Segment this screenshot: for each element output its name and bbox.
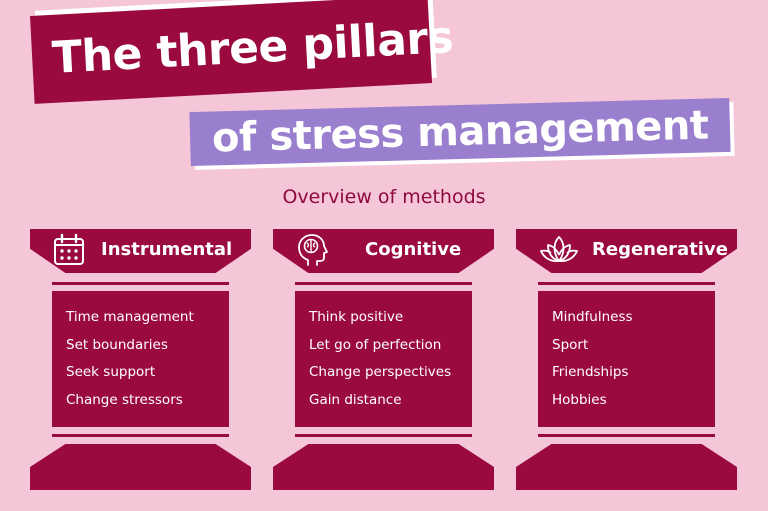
pillar-shaft: Mindfulness Sport Friendships Hobbies bbox=[538, 291, 715, 427]
title-line-1: The three pillars bbox=[30, 0, 455, 104]
pillar-regenerative: Regenerative Mindfulness Sport Friendshi… bbox=[516, 229, 737, 490]
method-list: Mindfulness Sport Friendships Hobbies bbox=[538, 291, 715, 418]
pillar-capital: Instrumental bbox=[30, 229, 251, 273]
pillar-shaft: Think positive Let go of perfection Chan… bbox=[295, 291, 472, 427]
pillar-band bbox=[52, 434, 229, 437]
list-item: Let go of perfection bbox=[309, 336, 442, 353]
lotus-icon bbox=[540, 236, 578, 263]
subtitle: Overview of methods bbox=[282, 186, 486, 208]
pillar-band bbox=[295, 282, 472, 285]
list-item: Gain distance bbox=[309, 391, 402, 408]
list-item: Seek support bbox=[66, 364, 156, 380]
pillar-shaft: Time management Set boundaries Seek supp… bbox=[52, 291, 229, 427]
pillar-instrumental: Instrumental Time management Set boundar… bbox=[30, 229, 251, 490]
pillar-band bbox=[538, 434, 715, 437]
list-item: Hobbies bbox=[552, 391, 607, 408]
list-item: Sport bbox=[552, 336, 589, 353]
pillar-base bbox=[273, 444, 494, 490]
pillar-band bbox=[52, 282, 229, 285]
list-item: Set boundaries bbox=[66, 336, 168, 353]
calendar-icon bbox=[54, 233, 84, 265]
list-item: Change stressors bbox=[66, 391, 183, 408]
method-list: Think positive Let go of perfection Chan… bbox=[295, 291, 472, 418]
title-line-2: of stress management bbox=[189, 97, 735, 170]
pillar-title: Regenerative bbox=[592, 239, 728, 260]
pillar-title: Cognitive bbox=[365, 239, 462, 260]
list-item: Change perspectives bbox=[309, 364, 452, 380]
title-text-1: The three pillars bbox=[50, 11, 455, 84]
head-brain-icon bbox=[298, 234, 328, 266]
pillar-band bbox=[538, 282, 715, 285]
list-item: Think positive bbox=[309, 309, 404, 325]
pillar-capital: Cognitive bbox=[273, 229, 494, 273]
list-item: Mindfulness bbox=[552, 309, 633, 325]
list-item: Friendships bbox=[552, 364, 629, 380]
pillar-title: Instrumental bbox=[101, 239, 233, 260]
pillar-base bbox=[30, 444, 251, 490]
pillar-band bbox=[295, 434, 472, 437]
pillar-capital: Regenerative bbox=[516, 229, 737, 273]
pillar-base bbox=[516, 444, 737, 490]
list-item: Time management bbox=[66, 309, 194, 325]
method-list: Time management Set boundaries Seek supp… bbox=[52, 291, 229, 418]
pillar-cognitive: Cognitive Think positive Let go of perfe… bbox=[273, 229, 494, 490]
